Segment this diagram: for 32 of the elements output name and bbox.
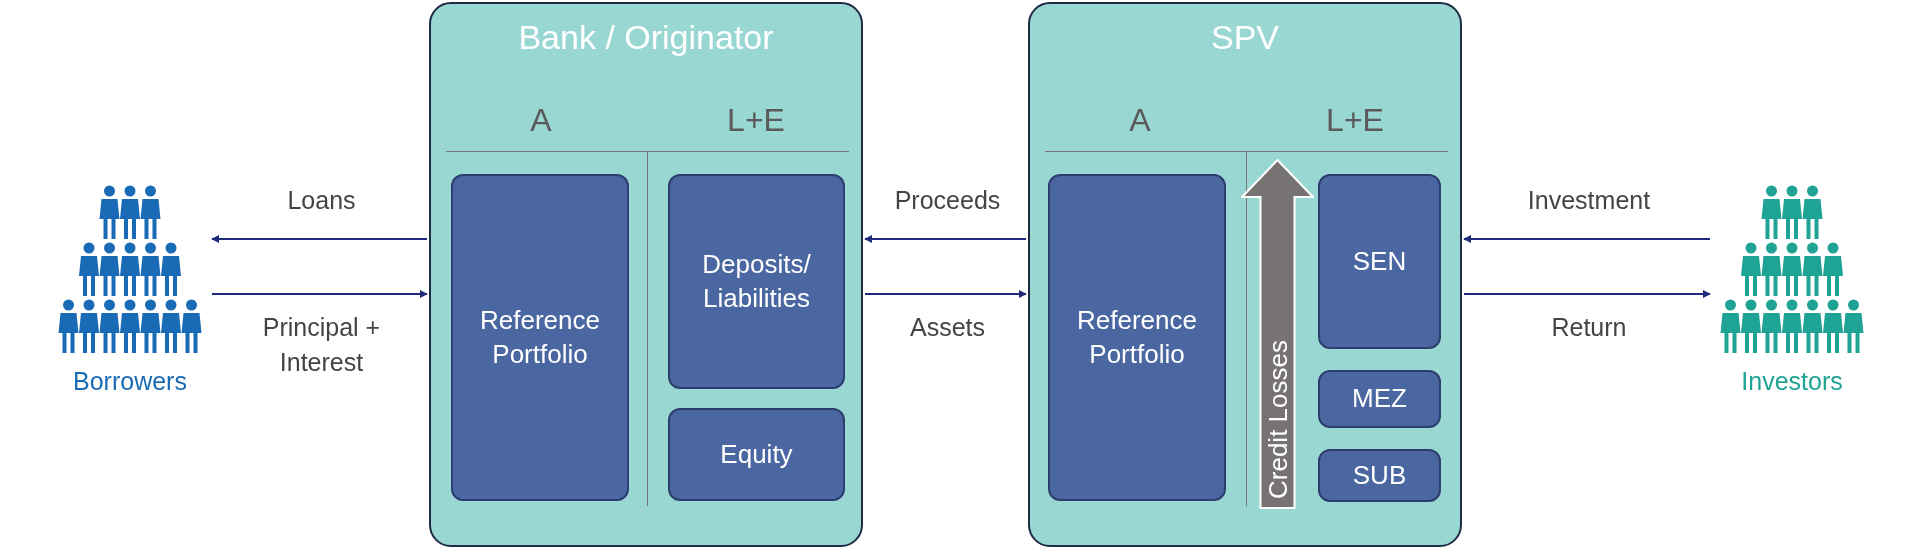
arrow (864, 235, 1027, 243)
panel-title: SPV (1209, 18, 1280, 57)
crowd-label: Borrowers (72, 367, 188, 396)
arrow (1463, 235, 1711, 243)
column-header: L+E (1325, 102, 1385, 139)
arrow-label: Credit Losses (1261, 339, 1294, 499)
credit-losses-arrow (1241, 159, 1314, 509)
box-label: SEN (1351, 244, 1408, 278)
box-label: MEZ (1351, 382, 1408, 416)
balance-sheet-box (1318, 449, 1441, 502)
balance-sheet-box (1048, 174, 1226, 501)
arrow (211, 235, 428, 243)
spv-panel (1028, 2, 1462, 547)
arrow (1463, 290, 1711, 298)
box-label: Reference Portfolio (1076, 303, 1198, 371)
balance-sheet-box (451, 174, 629, 501)
balance-sheet-box (668, 408, 845, 501)
column-header: A (1128, 102, 1152, 139)
bank-panel (429, 2, 863, 547)
arrow (211, 290, 428, 298)
balance-sheet-box (668, 174, 845, 389)
box-label: Reference Portfolio (479, 303, 601, 371)
box-label: SUB (1351, 458, 1408, 492)
arrow (864, 290, 1027, 298)
crowd-label: Investors (1740, 367, 1844, 396)
column-header: A (529, 102, 553, 139)
column-header: L+E (726, 102, 786, 139)
panel-title: Bank / Originator (517, 18, 775, 57)
balance-sheet-box (1318, 174, 1441, 349)
balance-sheet-box (1318, 370, 1441, 428)
box-label: Equity (719, 437, 794, 471)
box-label: Deposits/ Liabilities (701, 247, 812, 315)
